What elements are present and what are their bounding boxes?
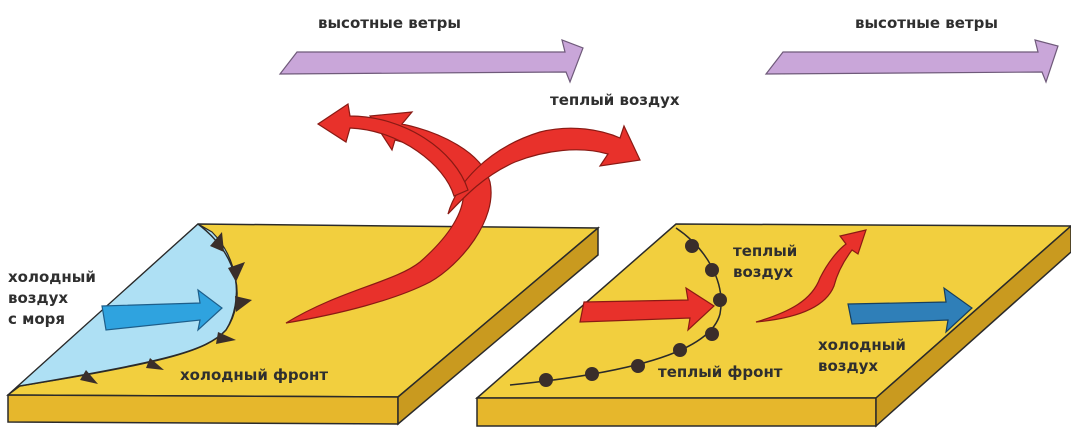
warm-air-rising-arrow-right <box>755 229 867 323</box>
label-warm-air-right-1: теплый <box>733 242 797 260</box>
upper-wind-arrow-right <box>764 39 1059 84</box>
warm-air-arrow-right-branch <box>447 124 641 215</box>
warm-front-slab <box>475 223 1071 428</box>
label-cold-sea-air-2: воздух <box>8 289 68 307</box>
cold-air-arrow <box>101 288 223 332</box>
label-warm-air-right-2: воздух <box>733 263 793 281</box>
label-cold-front: холодный фронт <box>180 366 328 384</box>
label-cold-air-right-2: воздух <box>818 357 878 375</box>
label-cold-sea-air-3: с моря <box>8 310 65 328</box>
warm-front-bumps <box>539 239 727 387</box>
label-upper-winds-left: высотные ветры <box>318 14 461 32</box>
cold-air-arrow-right <box>847 286 973 334</box>
cold-front-triangles <box>80 232 252 384</box>
slab-side-left <box>397 226 599 426</box>
label-cold-sea-air-1: холодный <box>8 268 96 286</box>
cold-front-line <box>19 223 238 387</box>
label-upper-winds-right: высотные ветры <box>855 14 998 32</box>
upper-wind-arrow-left <box>278 39 584 84</box>
slab-side-right <box>875 224 1071 428</box>
warm-air-arrow-left-branch <box>316 102 469 197</box>
warm-front-line <box>509 227 722 386</box>
warm-air-rising-arrow <box>285 111 492 324</box>
label-cold-air-right-1: холодный <box>818 336 906 354</box>
warm-air-ground-arrow <box>579 286 715 332</box>
cold-front-slab <box>6 102 641 426</box>
slab-front-left <box>7 394 399 425</box>
label-warm-air-top: теплый воздух <box>550 91 680 109</box>
slab-front-right <box>476 397 877 427</box>
label-warm-front: теплый фронт <box>658 363 783 381</box>
